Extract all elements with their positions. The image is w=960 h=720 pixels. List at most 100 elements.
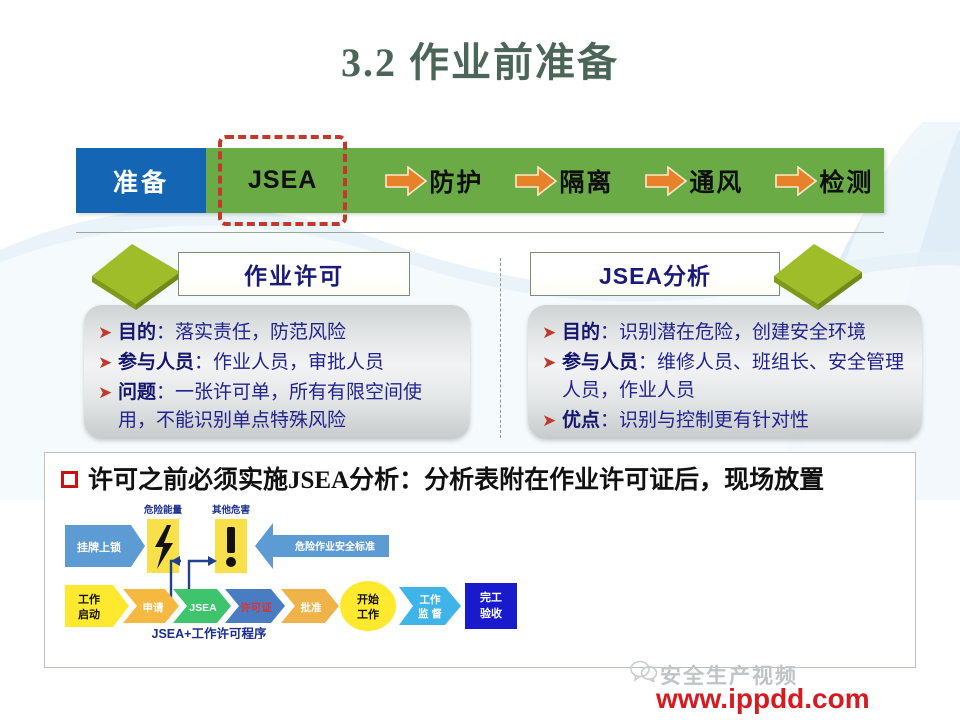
diagram-caption: JSEA+工作许可程序 [152, 626, 267, 639]
horizontal-divider [76, 232, 884, 233]
arrow-bullet-icon: ➤ [542, 411, 557, 431]
flow-step-6-line2: 监 督 [418, 607, 442, 620]
flow-step-0-line1: 工作 [78, 592, 100, 606]
flow-step-7: 完工 验收 [465, 583, 517, 629]
diagram-label-hazard-energy: 危险能量 [143, 504, 183, 516]
flow-step-7-line2: 验收 [480, 606, 502, 620]
right-blue-arrow: 危险作业安全标准 [255, 523, 389, 569]
list-item: ➤ 目的：落实责任，防范风险 [98, 319, 454, 347]
wechat-icon [630, 660, 658, 682]
right-header-box: JSEA分析 [530, 252, 780, 296]
bullet-sep: ： [156, 322, 176, 343]
green-diamond-icon-right [774, 244, 862, 310]
arrow-icon-1 [383, 165, 429, 196]
bullet-label: 目的 [562, 322, 601, 343]
list-item: ➤ 参与人员：维修人员、班组长、安全管理人员，作业人员 [542, 349, 906, 405]
left-section-header: 作业许可 [88, 244, 410, 310]
bullet-value: 识别潜在危险，创建安全环境 [619, 322, 867, 343]
flow-step-7-line1: 完工 [480, 590, 502, 604]
process-steps-container: JSEA 防护 隔离 通风 [206, 135, 884, 226]
vertical-dashed-divider [500, 258, 501, 438]
process-step-3-label: 隔离 [559, 169, 614, 197]
flow-step-3: 许可证 [225, 589, 285, 623]
flow-step-5-line1: 开始 [357, 592, 379, 606]
left-header-box: 作业许可 [178, 252, 410, 296]
bullet-value: 一张许可单，所有有限空间使用，不能识别单点特殊风险 [118, 382, 423, 431]
left-blue-arrow: 挂牌上锁 [65, 525, 145, 567]
process-step-5[interactable]: 检测 [819, 163, 873, 199]
process-step-4[interactable]: 通风 [689, 163, 743, 199]
list-item: ➤ 目的：识别潜在危险，创建安全环境 [542, 319, 906, 347]
watermark-url: www.ippdd.com [656, 683, 870, 714]
arrow-bullet-icon: ➤ [542, 353, 557, 373]
flow-step-1-line1: 申请 [143, 601, 164, 614]
flow-step-0-line2: 启动 [78, 607, 100, 621]
flow-step-5: 开始 工作 [340, 581, 396, 631]
flow-step-0: 工作 启动 [65, 585, 129, 627]
bullet-value: 落实责任，防范风险 [175, 322, 347, 343]
bullet-label: 参与人员 [118, 352, 195, 373]
process-step-jsea[interactable]: JSEA [232, 154, 333, 207]
bullet-label: 参与人员 [562, 352, 639, 373]
flow-step-2-line1: JSEA [189, 602, 217, 614]
flow-step-6: 工作 监 督 [399, 587, 461, 625]
arrow-bullet-icon: ➤ [542, 323, 557, 343]
right-header-label: JSEA分析 [598, 263, 712, 289]
flow-step-2: JSEA [173, 589, 231, 623]
process-step-4-label: 通风 [689, 169, 744, 197]
process-step-jsea-wrapper: JSEA [218, 135, 348, 226]
process-step-start[interactable]: 准备 [76, 148, 228, 213]
left-info-panel: ➤ 目的：落实责任，防范风险 ➤ 参与人员：作业人员，审批人员 ➤ 问题：一张许… [84, 305, 470, 439]
left-header-label: 作业许可 [244, 264, 344, 289]
bullet-sep: ： [638, 352, 658, 373]
list-item: ➤ 优点：识别与控制更有针对性 [542, 407, 906, 435]
bullet-label: 优点 [562, 410, 601, 431]
flow-step-4-line1: 批准 [301, 601, 322, 614]
left-arrow-label: 挂牌上锁 [77, 540, 121, 554]
exclamation-icon [215, 519, 247, 573]
bullet-value: 作业人员，审批人员 [213, 352, 385, 373]
diagram-label-other-hazards: 其他危害 [212, 504, 251, 516]
list-item: ➤ 参与人员：作业人员，审批人员 [98, 349, 454, 377]
process-step-start-label: 准备 [112, 169, 169, 197]
process-step-jsea-label: JSEA [248, 166, 318, 194]
green-diamond-icon-left [92, 244, 180, 310]
list-item: ➤ 问题：一张许可单，所有有限空间使用，不能识别单点特殊风险 [98, 379, 454, 435]
lightning-icon [147, 519, 179, 573]
bullet-sep: ： [156, 382, 176, 403]
bullet-label: 目的 [118, 322, 157, 343]
bullet-sep: ： [194, 352, 214, 373]
process-step-3[interactable]: 隔离 [559, 163, 613, 199]
flow-step-1: 申请 [123, 589, 179, 623]
arrow-bullet-icon: ➤ [98, 353, 113, 373]
process-step-5-label: 检测 [819, 169, 874, 197]
flow-step-3-line1: 许可证 [240, 601, 272, 614]
page-title: 3.2 作业前准备 [341, 40, 619, 85]
arrow-bullet-icon: ➤ [98, 323, 113, 343]
arrow-icon-4 [773, 165, 819, 196]
flow-step-6-line1: 工作 [420, 593, 441, 606]
arrow-icon-3 [643, 165, 689, 196]
right-section-header: JSEA分析 [530, 244, 870, 310]
flow-step-5-line2: 工作 [357, 607, 379, 621]
arrow-bullet-icon: ➤ [98, 383, 113, 403]
watermark-brand: 安全生产视频 [660, 665, 798, 688]
red-square-bullet-icon [61, 471, 78, 488]
callout-headline: 许可之前必须实施JSEA分析：分析表附在作业许可证后，现场放置 [88, 467, 825, 494]
jsea-permit-flow-diagram: 危险能量 其他危害 挂牌上锁 危险作业安全标准 [59, 501, 559, 641]
bullet-sep: ： [600, 322, 620, 343]
bullet-sep: ： [600, 410, 620, 431]
connector-arrowhead-right [208, 556, 217, 566]
process-step-2[interactable]: 防护 [429, 163, 483, 199]
bullet-value: 维修人员、班组长、安全管理人员，作业人员 [562, 352, 905, 401]
bullet-value: 识别与控制更有针对性 [619, 410, 810, 431]
bottom-callout-box: 许可之前必须实施JSEA分析：分析表附在作业许可证后，现场放置 危险能量 其他危… [44, 452, 916, 668]
right-arrow-label: 危险作业安全标准 [295, 540, 375, 553]
connector-arrowhead-left [171, 556, 180, 566]
arrow-icon-2 [513, 165, 559, 196]
process-bar: 准备 JSEA 防护 隔离 [76, 135, 884, 226]
callout-headline-row: 许可之前必须实施JSEA分析：分析表附在作业许可证后，现场放置 [45, 453, 915, 497]
right-info-panel: ➤ 目的：识别潜在危险，创建安全环境 ➤ 参与人员：维修人员、班组长、安全管理人… [528, 305, 922, 439]
flow-step-4: 批准 [281, 589, 339, 623]
process-step-2-label: 防护 [429, 169, 484, 197]
